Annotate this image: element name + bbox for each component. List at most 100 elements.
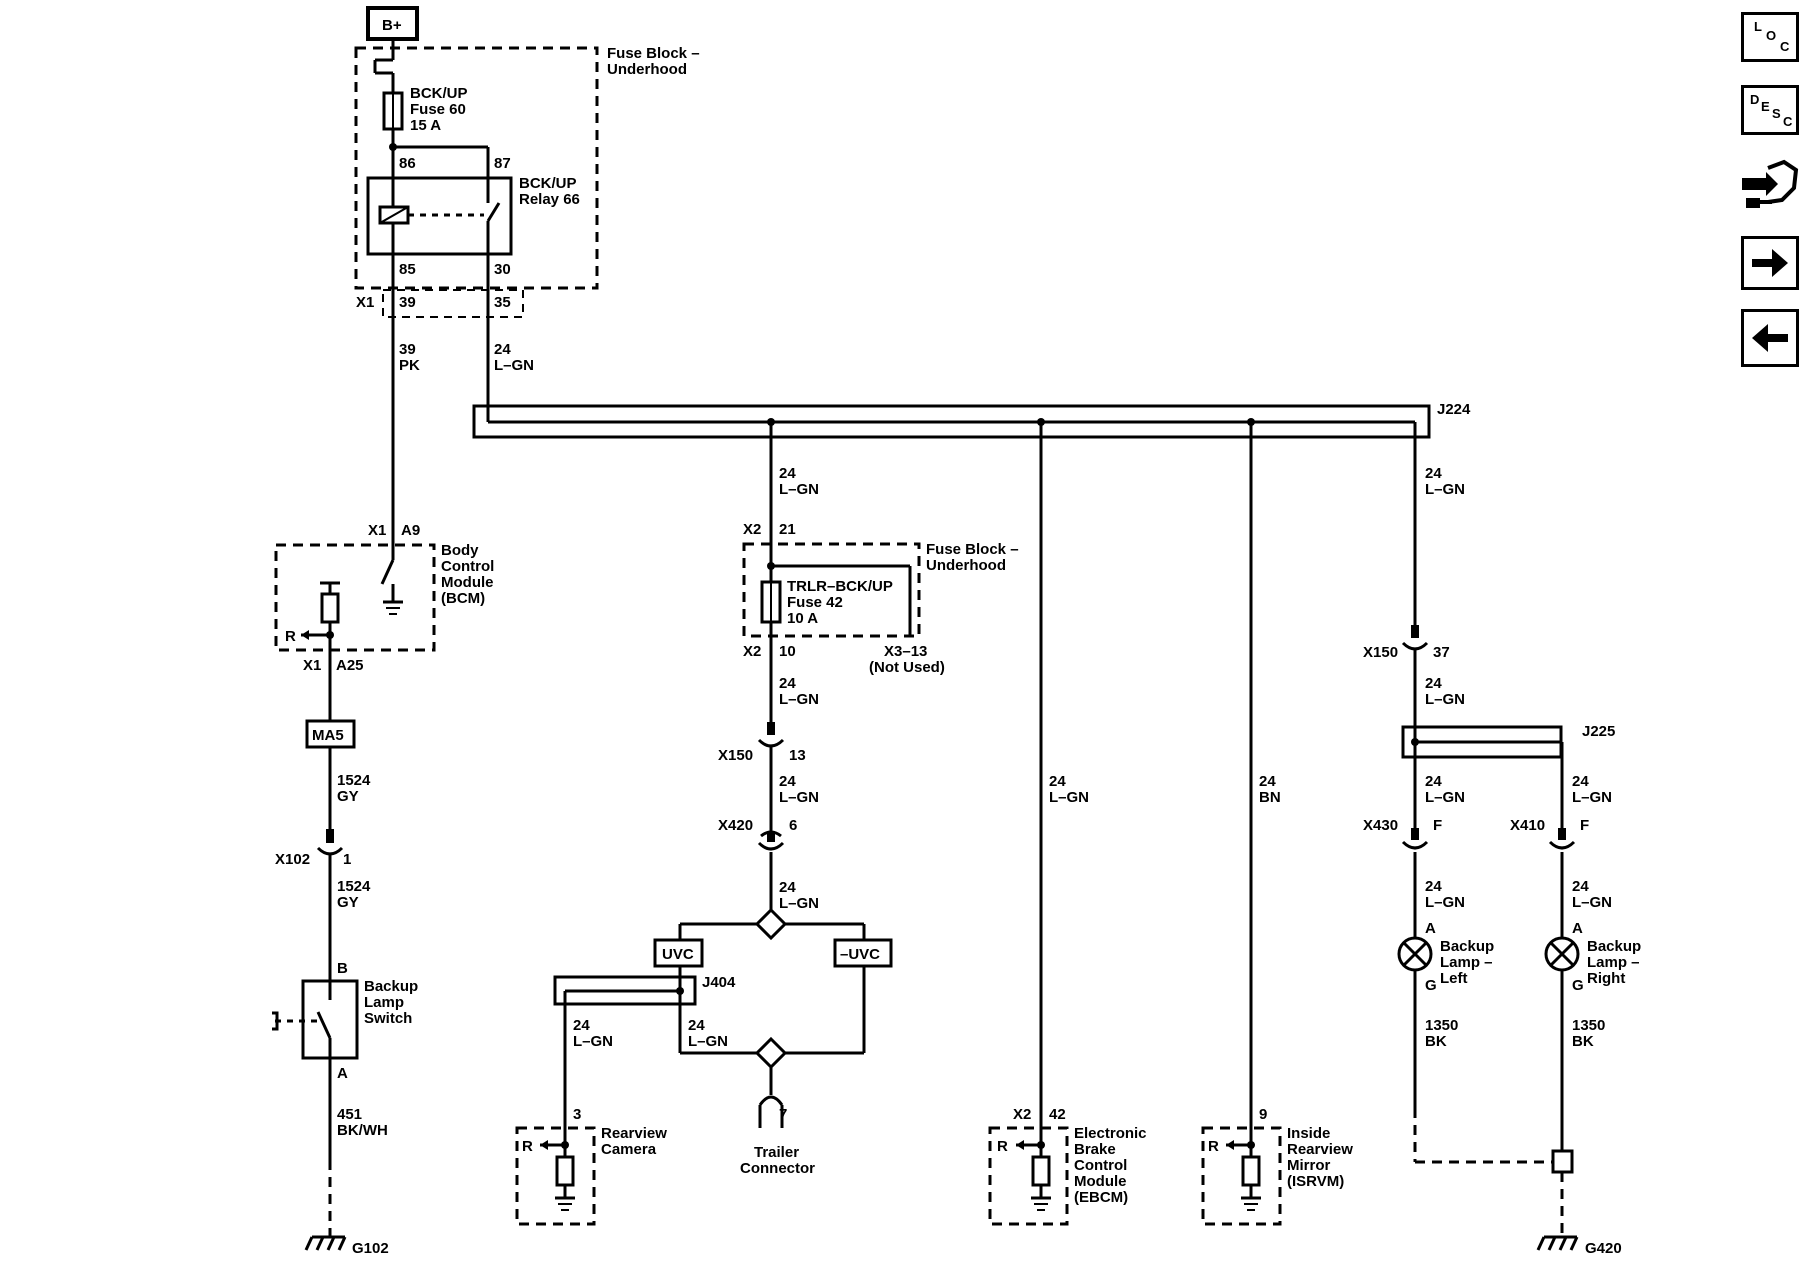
right-lamp-name-2: Lamp –	[1587, 954, 1640, 971]
trl-wire-b-color: L–GN	[779, 789, 819, 806]
loc-letter-o: O	[1766, 28, 1777, 43]
x1-top-label: X1	[356, 294, 374, 311]
wire-39-color: PK	[399, 357, 420, 374]
lamps-wire-mid-circuit: 24	[1425, 675, 1442, 692]
connector-end-view-button[interactable]	[1738, 158, 1800, 214]
ebcm-wire-circuit: 24	[1049, 773, 1066, 790]
connector-hand-icon	[1742, 159, 1799, 208]
fuse-60-rating: 15 A	[410, 117, 441, 134]
x1-connector	[382, 289, 524, 318]
x102-label: X102	[275, 851, 310, 868]
isrvm-wire-color: BN	[1259, 789, 1281, 806]
isrvm-r-label: R	[1208, 1138, 1219, 1155]
previous-page-button[interactable]	[1741, 309, 1799, 367]
arrow-left-icon	[1752, 324, 1788, 352]
cam-wire-circuit: 24	[573, 1017, 590, 1034]
not-uvc-label: –UVC	[840, 946, 880, 963]
wire-451-color: BK/WH	[337, 1122, 388, 1139]
left-lamp-name-2: Lamp –	[1440, 954, 1493, 971]
camera-pin-3: 3	[573, 1106, 581, 1123]
splice-j404	[553, 975, 697, 1006]
right-lamp-wire-color: L–GN	[1572, 789, 1612, 806]
left-lamp-wire-circuit: 24	[1425, 773, 1442, 790]
ebcm-name-5: (EBCM)	[1074, 1189, 1128, 1206]
lamps-wire-mid-color: L–GN	[1425, 691, 1465, 708]
x102-pin: 1	[343, 851, 351, 868]
cam-wire-color: L–GN	[573, 1033, 613, 1050]
rearview-camera	[515, 1126, 596, 1226]
trl-wire-c-color: L–GN	[779, 895, 819, 912]
trl-wire-in-circuit: 24	[779, 465, 796, 482]
bcm-pin-a9: A9	[401, 522, 420, 539]
trailer-connector-name-1: Trailer	[754, 1144, 799, 1161]
isrvm-name-4: (ISRVM)	[1287, 1173, 1344, 1190]
uvc-label: UVC	[662, 946, 694, 963]
left-lamp-wire2-circuit: 24	[1425, 878, 1442, 895]
switch-pin-a: A	[337, 1065, 348, 1082]
fuse-block-underhood-top	[354, 46, 599, 290]
body-control-module	[274, 543, 436, 652]
wire-24-top-circuit: 24	[494, 341, 511, 358]
ebcm-name-1: Electronic	[1074, 1125, 1147, 1142]
description-view-button[interactable]: D E S C	[1741, 85, 1799, 135]
switch-name-3: Switch	[364, 1010, 412, 1027]
x430-label: X430	[1363, 817, 1398, 834]
desc-letter-s: S	[1772, 106, 1781, 121]
left-lamp-pin-g: G	[1425, 977, 1437, 994]
trailer-pin-7: 7	[779, 1106, 787, 1123]
location-view-button[interactable]: L O C	[1741, 12, 1799, 62]
wire-39-circuit: 39	[399, 341, 416, 358]
bcm-pin-a25: A25	[336, 657, 364, 674]
relay-66-box	[366, 176, 513, 256]
bcm-name-3: Module	[441, 574, 494, 591]
relay-pin-30: 30	[494, 261, 511, 278]
next-page-button[interactable]	[1741, 236, 1799, 290]
right-lamp-name-3: Right	[1587, 970, 1625, 987]
bcm-resistor	[320, 592, 340, 624]
lamps-x150-label: X150	[1363, 644, 1398, 661]
ebcm-conn: X2	[1013, 1106, 1031, 1123]
loc-letter-l: L	[1754, 19, 1762, 34]
splice-j224-label: J224	[1437, 401, 1471, 418]
bcm-name-1: Body	[441, 542, 479, 559]
left-lamp-pin-a: A	[1425, 920, 1436, 937]
isrvm-pin-9: 9	[1259, 1106, 1267, 1123]
loc-letter-c: C	[1780, 39, 1790, 54]
x410-pin: F	[1580, 817, 1589, 834]
ebcm-pin-42: 42	[1049, 1106, 1066, 1123]
ebcm-name-3: Control	[1074, 1157, 1127, 1174]
option-diamond-bottom	[754, 1036, 788, 1070]
switch-name-2: Lamp	[364, 994, 404, 1011]
relay-pin-87: 87	[494, 155, 511, 172]
trl-pin-21: 21	[779, 521, 796, 538]
trl-wire-a-color: L–GN	[779, 691, 819, 708]
desc-letter-e: E	[1761, 99, 1770, 114]
ground-junction-box	[1551, 1149, 1574, 1174]
trl-pin-10: 10	[779, 643, 796, 660]
switch-name-1: Backup	[364, 978, 418, 995]
not-used-label: (Not Used)	[869, 659, 945, 676]
fuse-block-subtitle: Underhood	[607, 61, 687, 78]
x410-label: X410	[1510, 817, 1545, 834]
left-lamp-wire-color: L–GN	[1425, 789, 1465, 806]
option-diamond-top	[754, 907, 788, 941]
fuse-block-title: Fuse Block –	[607, 45, 700, 62]
right-lamp-gnd-color: BK	[1572, 1033, 1594, 1050]
x420-pin: 6	[789, 817, 797, 834]
wire-1524-a-circuit: 1524	[337, 772, 371, 789]
bcm-name-4: (BCM)	[441, 590, 485, 607]
isrvm-wire-circuit: 24	[1259, 773, 1276, 790]
left-lamp-gnd-circuit: 1350	[1425, 1017, 1458, 1034]
trl-wire-a-circuit: 24	[779, 675, 796, 692]
fuse-60-name: BCK/UP	[410, 85, 468, 102]
inside-rearview-mirror	[1201, 1126, 1282, 1226]
right-lamp-pin-g: G	[1572, 977, 1584, 994]
splice-j224	[472, 404, 1431, 439]
desc-letter-c: C	[1783, 114, 1793, 129]
isrvm-name-3: Mirror	[1287, 1157, 1331, 1174]
x3-13-label: X3–13	[884, 643, 927, 660]
trl-x150-label: X150	[718, 747, 753, 764]
bcm-conn-in: X1	[368, 522, 386, 539]
trl-conn-out: X2	[743, 643, 761, 660]
wire-451-circuit: 451	[337, 1106, 362, 1123]
